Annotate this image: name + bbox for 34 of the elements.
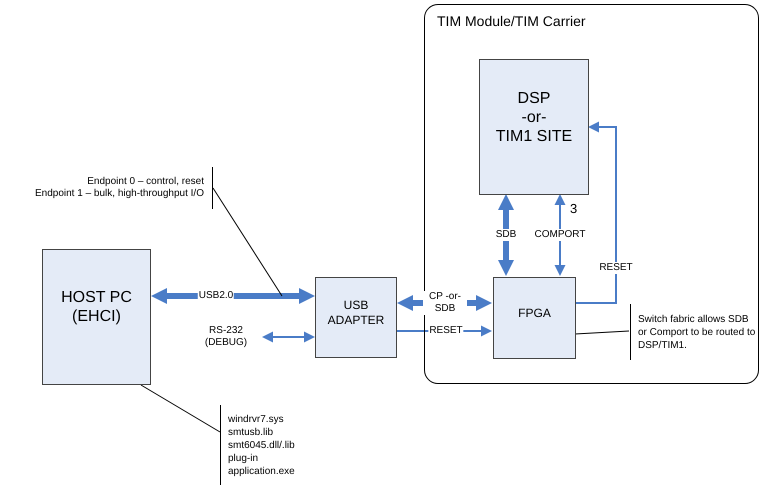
module-panel xyxy=(424,4,759,384)
edge-label: RESET xyxy=(598,262,634,274)
note-text: smtusb.lib xyxy=(228,426,274,438)
panel-title: TIM Module/TIM Carrier xyxy=(437,12,586,31)
note-bracket xyxy=(630,304,758,360)
edge-label: COMPORT xyxy=(534,229,586,241)
box-label: HOST PC xyxy=(61,288,132,307)
process-box xyxy=(42,249,151,385)
note-text: application.exe xyxy=(228,464,296,478)
box-label: DSP xyxy=(518,88,550,108)
leader-line xyxy=(212,188,282,296)
arrow xyxy=(498,194,514,276)
note-text: Endpoint 0 – control, reset xyxy=(87,176,204,188)
callout-number: 3 xyxy=(570,200,578,218)
note-text: smt6045.dll/.lib xyxy=(228,438,296,452)
note-text: Endpoint 1 – bulk, high-throughput I/O xyxy=(34,188,204,200)
box-label: TIM1 SITE xyxy=(496,126,572,146)
note-text: Switch fabric allows SDB or Comport to be routed to DSP/TIM1. xyxy=(638,312,756,352)
process-box xyxy=(493,277,576,359)
leader-line xyxy=(140,384,220,432)
process-box xyxy=(315,277,397,358)
arrow xyxy=(575,122,617,304)
arrow xyxy=(262,332,315,342)
box-label: -or- xyxy=(522,108,546,126)
edge-label: USB2.0 xyxy=(198,290,234,302)
edge-label: SDB xyxy=(494,229,518,241)
box-label: USB ADAPTER xyxy=(326,298,386,328)
note-text: windrvr7.sys xyxy=(228,412,285,426)
box-label: FPGA xyxy=(517,306,552,320)
note-text: plug-in xyxy=(228,452,260,464)
leader-line xyxy=(574,330,630,334)
edge-label: CP -or- SDB xyxy=(423,291,467,315)
box-label: (EHCI) xyxy=(72,307,121,326)
process-box xyxy=(479,59,589,195)
